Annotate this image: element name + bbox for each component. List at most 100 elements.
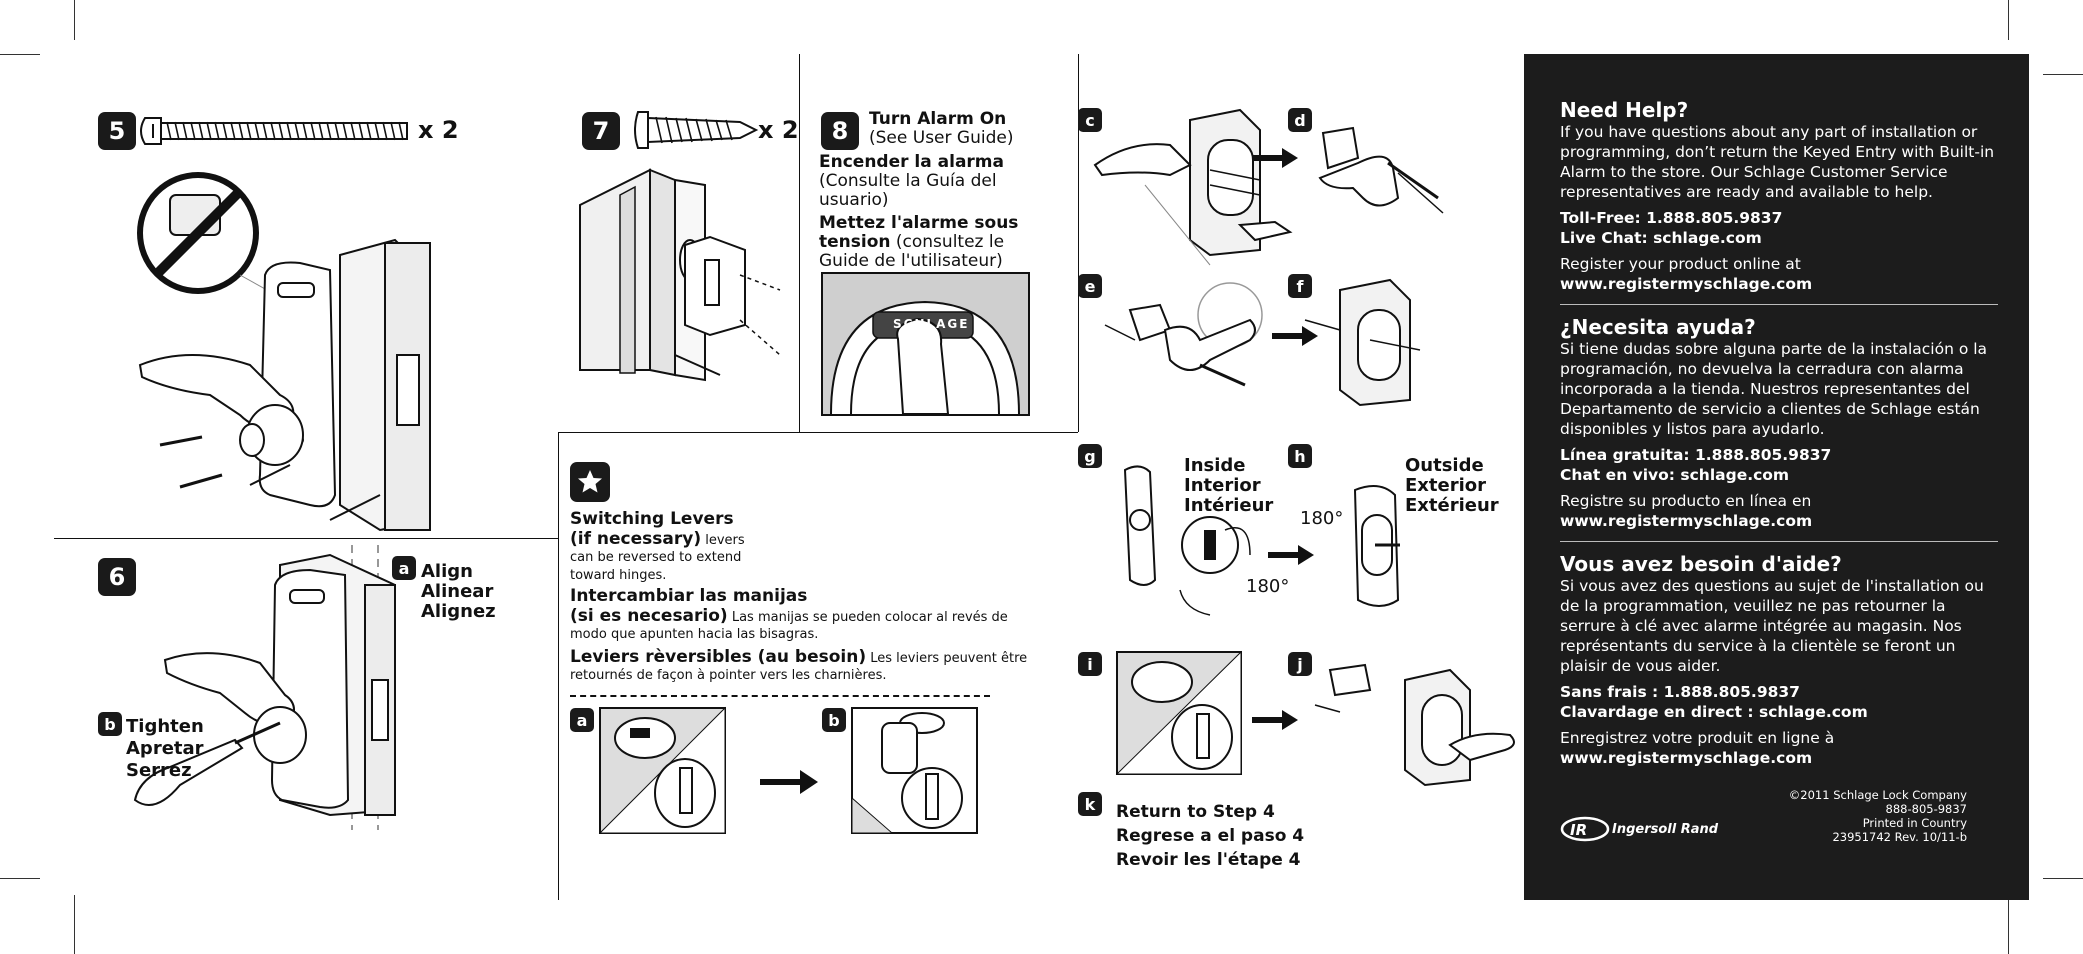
mettez-alarme-title-1: Mettez l'alarme sous [819, 213, 1019, 233]
step-8-badge: 8 [821, 112, 859, 150]
help-fr-title: Vous avez besoin d'aide? [1560, 552, 1842, 576]
help-fr-register: Enregistrez votre produit en ligne à [1560, 729, 1835, 747]
step-8-fr: Mettez l'alarme sous tension (consultez … [819, 214, 1018, 271]
return-fr: Revoir les l'étape 4 [1116, 850, 1301, 870]
step-i-badge: i [1078, 652, 1102, 676]
help-es-title: ¿Necesita ayuda? [1560, 315, 1756, 339]
step-j-badge: j [1288, 652, 1312, 676]
svg-text:IR: IR [1570, 821, 1587, 839]
switching-levers-text: Switching Levers (if necessary) levers c… [570, 510, 1050, 685]
copyright: ©2011 Schlage Lock Company [1788, 788, 1967, 802]
step-5-quantity: x 2 [418, 116, 459, 144]
help-fr-chat[interactable]: Clavardage en direct : schlage.com [1560, 703, 1868, 721]
switch-a-illustration [598, 706, 726, 834]
step-6b-badge: b [98, 712, 122, 736]
divider [54, 538, 558, 539]
outside-label: Outside Exterior Extérieur [1405, 456, 1499, 516]
inside-label: Inside Interior Intérieur [1184, 456, 1273, 516]
ir-logo-icon: IR [1560, 816, 1610, 842]
inside-en: Inside [1184, 455, 1246, 476]
step-6a-badge: a [392, 556, 416, 580]
rotation-degrees-1: 180° [1246, 576, 1290, 597]
switch-b-illustration [851, 707, 978, 834]
switching-es-body-2: modo que apunten hacia las bisagras. [570, 627, 819, 642]
arrow-right-icon [1268, 545, 1314, 565]
arrow-right-icon [1272, 326, 1318, 346]
help-separator [1560, 304, 1998, 305]
footer-phone: 888-805-9837 [1885, 802, 1967, 816]
step-f-illustration [1304, 278, 1421, 407]
return-en: Return to Step 4 [1116, 802, 1275, 822]
step-6-lever-illustration [133, 545, 396, 830]
arrow-right-icon [1252, 710, 1298, 730]
help-en-register: Register your product online at [1560, 255, 1801, 273]
switching-fr-title: Leviers rèversibles (au besoin) [570, 647, 867, 667]
help-panel: Need Help? If you have questions about a… [1524, 54, 2029, 900]
divider [1078, 54, 1079, 432]
step-g-illustration [1123, 465, 1251, 616]
help-footer-info: ©2011 Schlage Lock Company 888-805-9837 … [1789, 788, 1967, 844]
star-badge-icon [570, 462, 610, 502]
mettez-alarme-title-2: tension [819, 232, 891, 252]
step-7-quantity: x 2 [758, 116, 799, 144]
return-es: Regrese a el paso 4 [1116, 826, 1305, 846]
encender-alarma-title: Encender la alarma [819, 152, 1004, 172]
align-fr: Alignez [421, 601, 496, 622]
switching-fr-body-1: Les leviers peuvent être [866, 651, 1028, 666]
help-separator [1560, 541, 1998, 542]
switching-fr-body-2: retournés de façon à pointer vers les ch… [570, 668, 887, 683]
crop-mark [2043, 74, 2083, 75]
keypad-logo: SCHLAGE [893, 317, 970, 331]
crop-mark [74, 895, 75, 954]
inside-es: Interior [1184, 475, 1261, 496]
help-es-chat[interactable]: Chat en vivo: schlage.com [1560, 466, 1790, 484]
help-fr-url[interactable]: www.registermyschlage.com [1560, 749, 1813, 767]
step-e-illustration [1104, 282, 1263, 387]
turn-alarm-on-title: Turn Alarm On [869, 109, 1007, 129]
doc-code: 23951742 Rev. 10/11-b [1832, 830, 1967, 844]
switching-es-body-1: Las manijas se pueden colocar al revés d… [727, 610, 1008, 625]
switching-es-cond: (si es necesario) [570, 606, 728, 626]
step-7-strike-illustration [579, 168, 781, 382]
keypad-illustration: SCHLAGE [821, 272, 1030, 416]
step-7-badge: 7 [582, 112, 620, 150]
switch-b-badge: b [822, 708, 846, 732]
help-en-url[interactable]: www.registermyschlage.com [1560, 275, 1813, 293]
step-h-illustration [1353, 485, 1400, 607]
help-es-body: Si tiene dudas sobre alguna parte de la … [1560, 340, 1988, 438]
step-c-illustration [1093, 108, 1293, 266]
keypad-drawing [830, 300, 1020, 414]
help-fr-body: Si vous avez des questions au sujet de l… [1560, 577, 1984, 675]
tighten-en: Tighten [126, 716, 204, 737]
step-i-illustration [1115, 650, 1242, 775]
outside-en: Outside [1405, 455, 1484, 476]
step-c-badge: c [1078, 108, 1102, 132]
help-es-url[interactable]: www.registermyschlage.com [1560, 512, 1813, 530]
short-screw-icon [634, 111, 759, 149]
consulte-guia-2: usuario) [819, 190, 889, 210]
help-en-chat[interactable]: Live Chat: schlage.com [1560, 229, 1762, 247]
step-5-badge: 5 [98, 112, 136, 150]
outside-es: Exterior [1405, 475, 1487, 496]
switching-es-title: Intercambiar las manijas [570, 586, 808, 606]
consultez-guide-1: (consultez le [890, 232, 1005, 252]
step-e-badge: e [1078, 274, 1102, 298]
switching-en-body-1: levers [701, 533, 745, 548]
crop-mark [2008, 895, 2009, 954]
inside-fr: Intérieur [1184, 495, 1274, 516]
switching-en-cond: (if necessary) [570, 529, 702, 549]
dashed-divider [570, 695, 990, 697]
step-d-illustration [1318, 126, 1444, 214]
help-en-title: Need Help? [1560, 98, 1689, 122]
step-8-en: Turn Alarm On (See User Guide) [869, 110, 1013, 148]
align-en: Align [421, 561, 473, 582]
step-d-badge: d [1288, 108, 1312, 132]
arrow-right-icon [760, 770, 818, 794]
step-j-illustration [1314, 663, 1515, 787]
crop-mark [74, 0, 75, 40]
consulte-guia-1: (Consulte la Guía del [819, 171, 997, 191]
step-k-badge: k [1078, 792, 1102, 816]
step-5-lever-illustration [137, 172, 431, 532]
align-es: Alinear [421, 581, 494, 602]
step-8-es: Encender la alarma (Consulte la Guía del… [819, 153, 1004, 210]
